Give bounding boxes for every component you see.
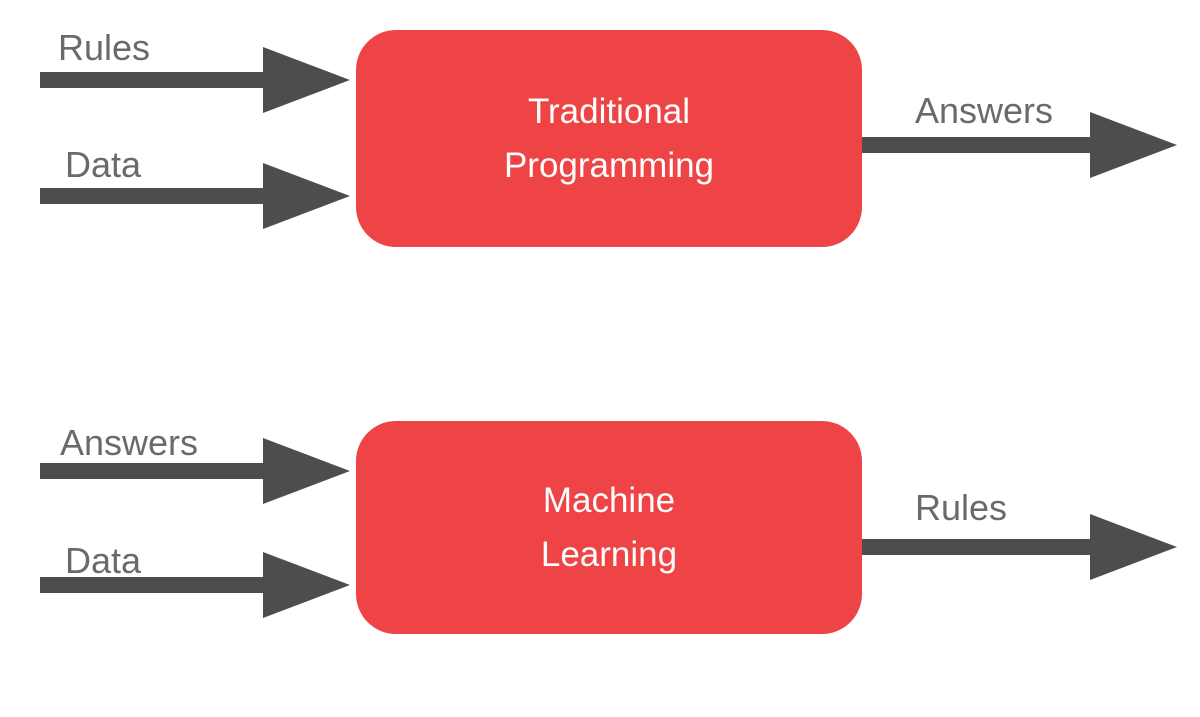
- process-box-title-line: Traditional: [527, 91, 691, 131]
- arrow-head-icon: [263, 552, 350, 618]
- input-arrow-data: [40, 552, 350, 618]
- input-label-data: Data: [65, 540, 142, 581]
- input-arrow-data: [40, 163, 350, 229]
- arrow-shaft: [40, 577, 263, 593]
- arrow-shaft: [40, 463, 263, 479]
- process-box-title-line: Programming: [503, 145, 715, 185]
- output-arrow-answers: [862, 112, 1177, 178]
- arrow-head-icon: [263, 47, 350, 113]
- process-box-title-line: Learning: [540, 534, 678, 574]
- arrow-shaft: [40, 188, 263, 204]
- input-label-data: Data: [65, 144, 142, 185]
- process-box-machine-learning: Machine Learning: [356, 421, 862, 634]
- input-label-answers: Answers: [60, 422, 199, 463]
- output-label-answers: Answers: [915, 90, 1054, 131]
- input-arrow-answers: [40, 438, 350, 504]
- input-arrow-rules: [40, 47, 350, 113]
- process-box-title-line: Machine: [542, 480, 676, 520]
- process-box-traditional-programming: Traditional Programming: [356, 30, 862, 247]
- arrow-shaft: [862, 539, 1090, 555]
- arrow-shaft: [40, 72, 263, 88]
- output-arrow-rules: [862, 514, 1177, 580]
- arrow-head-icon: [263, 163, 350, 229]
- input-label-rules: Rules: [58, 27, 151, 68]
- output-label-rules: Rules: [915, 487, 1008, 528]
- arrow-head-icon: [263, 438, 350, 504]
- arrow-head-icon: [1090, 112, 1177, 178]
- arrow-head-icon: [1090, 514, 1177, 580]
- arrow-shaft: [862, 137, 1090, 153]
